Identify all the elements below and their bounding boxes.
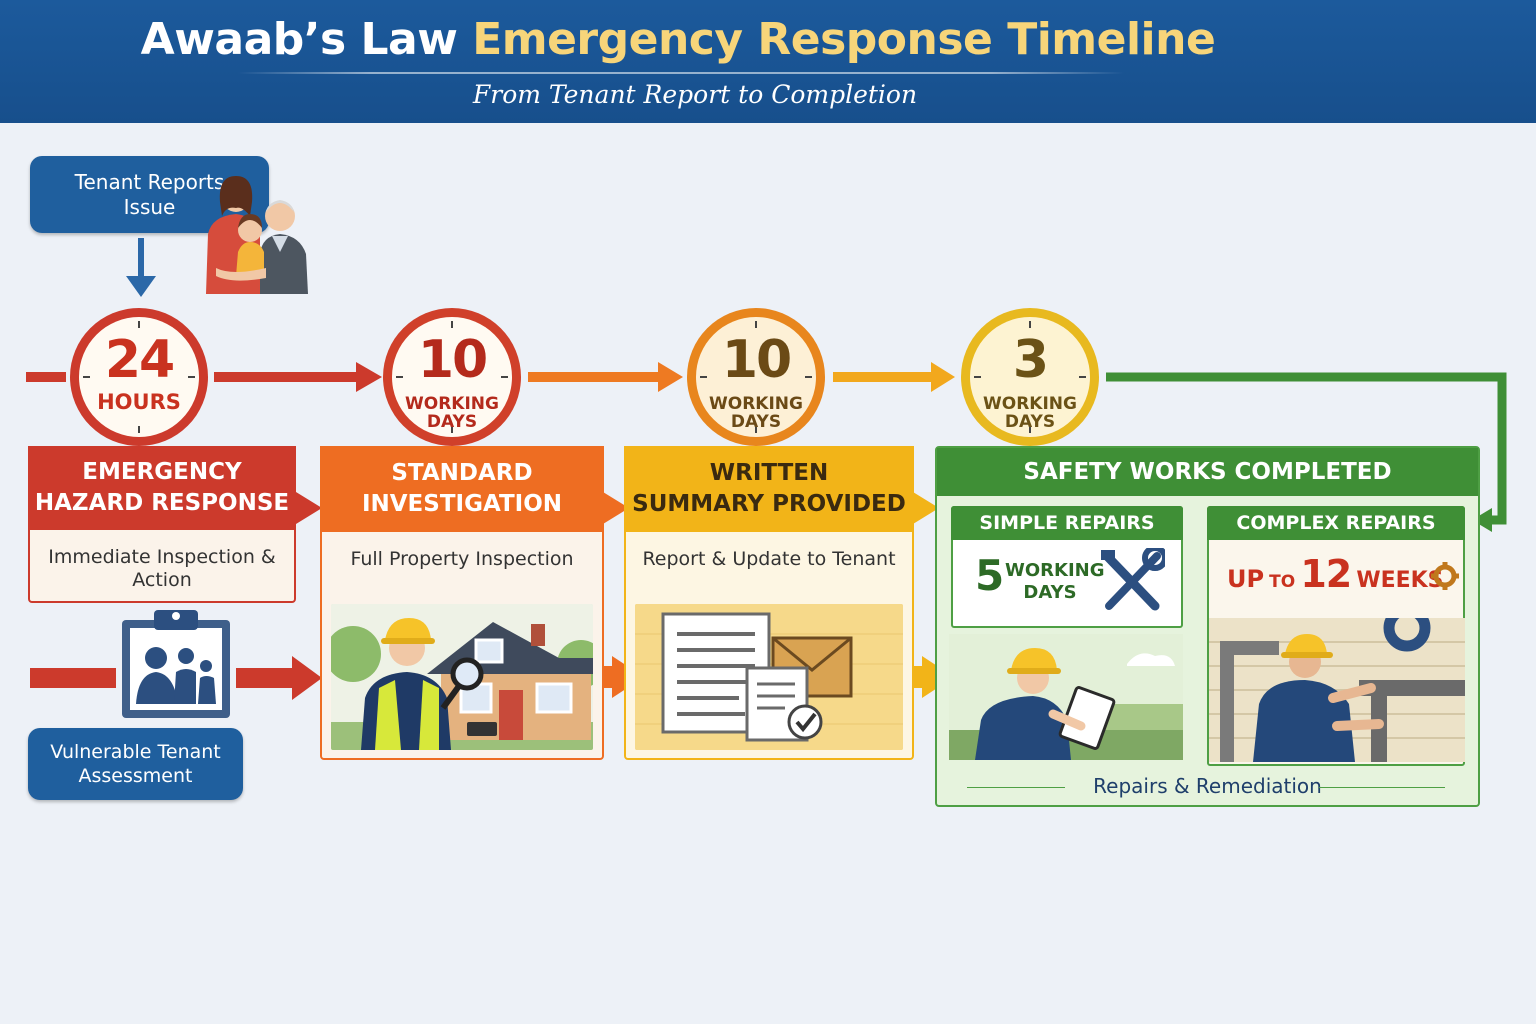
title-accent: Emergency Response Timeline [472,14,1216,65]
clock-unit-line1: WORKING [405,394,499,414]
vulnerable-tenant-badge: Vulnerable Tenant Assessment [28,728,243,800]
title-line2: SUMMARY PROVIDED [632,491,906,517]
simple-repairs-duration: 5 WORKING DAYS [975,551,1105,612]
clock-unit-line2: DAYS [730,412,782,432]
summary-card-desc: Report & Update to Tenant [642,548,896,570]
clock-value: 3 [1012,330,1049,390]
complex-prefix-to: TO [1269,572,1296,592]
clock-unit-line1: WORKING [983,394,1077,414]
title-line2: INVESTIGATION [361,491,563,517]
complex-repairs-unit: WEEKS [1356,568,1444,593]
title-divider [238,72,1124,74]
safety-works-section: SAFETY WORKS COMPLETED SIMPLE REPAIRS 5 … [935,446,1480,807]
title-main: Awaab’s Law [140,14,458,65]
complex-prefix-up: UP [1227,565,1265,593]
gear-icon [1383,618,1431,652]
clock-icon [79,317,199,437]
complex-repairs-duration: UP TO 12 WEEKS [1227,552,1444,602]
card-arrows [296,492,939,524]
complex-repairs-value: 12 [1300,552,1352,596]
clock-unit-line1: WORKING [709,394,803,414]
footer-rule-right [1319,787,1445,788]
clock-unit-line2: DAYS [426,412,478,432]
investigation-card-desc: Full Property Inspection [350,548,574,570]
safety-works-title: SAFETY WORKS COMPLETED [937,448,1478,496]
clock-unit-line2: DAYS [1004,412,1056,432]
document-icon [661,612,809,742]
clock-value: 10 [721,330,792,390]
clock-value: 24 [104,330,175,390]
investigation-card: STANDARD INVESTIGATION Full Property Ins… [320,446,604,760]
inspector-icon [331,604,593,750]
clock-value: 10 [417,330,488,390]
down-arrow [126,238,156,297]
page-subtitle: From Tenant Report to Completion [472,80,918,109]
title-line1: STANDARD [391,460,533,486]
complex-repairs-title: COMPLEX REPAIRS [1207,506,1465,540]
unit-line1: WORKING [1005,560,1105,581]
emergency-card-title: EMERGENCY HAZARD RESPONSE [28,446,296,530]
footer-rule-left [967,787,1065,788]
title-line1: WRITTEN [709,460,829,486]
checkmark-icon [787,704,823,740]
clock-unit: WORKING DAYS [696,395,816,431]
clock-icon [392,317,512,437]
inspection-illustration [331,604,593,750]
worker-tablet-icon [949,634,1183,760]
repairs-remediation-label: Repairs & Remediation [1093,774,1322,798]
header-banner: Awaab’s Law Emergency Response Timeline … [0,0,1536,123]
simple-repairs-unit: WORKING DAYS [1005,560,1105,604]
simple-repairs-panel: SIMPLE REPAIRS 5 WORKING DAYS [951,506,1183,628]
top-timeline-arrows [26,362,1507,532]
clock-unit: WORKING DAYS [970,395,1090,431]
clipboard-icon [122,610,230,718]
unit-line2: DAYS [1023,582,1077,603]
clock-10-working-days-b: 10 WORKING DAYS [687,308,825,446]
summary-card-title: WRITTEN SUMMARY PROVIDED [624,446,914,532]
clock-24-hours: 24 HOURS [70,308,208,446]
gear-icon [1431,562,1459,590]
emergency-card: EMERGENCY HAZARD RESPONSE Immediate Insp… [28,446,296,603]
family-icon [206,176,308,294]
vulnerable-tenant-label: Vulnerable Tenant Assessment [50,741,221,787]
clock-unit: WORKING DAYS [392,395,512,431]
page-title: Awaab’s Law Emergency Response Timeline [0,14,1356,65]
simple-repairs-title: SIMPLE REPAIRS [951,506,1183,540]
clock-unit: HOURS [97,390,181,414]
title-line2: HAZARD RESPONSE [34,490,290,516]
wrench-screwdriver-icon [1101,548,1165,611]
emergency-card-desc: Immediate Inspection & Action [48,546,276,591]
house-icon [427,622,593,740]
clock-10-working-days-a: 10 WORKING DAYS [383,308,521,446]
report-illustration [635,604,903,750]
clock-icon [970,317,1090,437]
tenant-reports-label: Tenant Reports Issue [74,169,225,219]
clock-3-working-days: 3 WORKING DAYS [961,308,1099,446]
investigation-card-title: STANDARD INVESTIGATION [320,446,604,532]
magnifier-icon [440,657,484,710]
plumber-icon [1209,618,1465,762]
clock-icon [696,317,816,437]
simple-repairs-value: 5 [975,551,1005,600]
summary-card: WRITTEN SUMMARY PROVIDED Report & Update… [624,446,914,760]
title-line1: EMERGENCY [82,459,242,485]
